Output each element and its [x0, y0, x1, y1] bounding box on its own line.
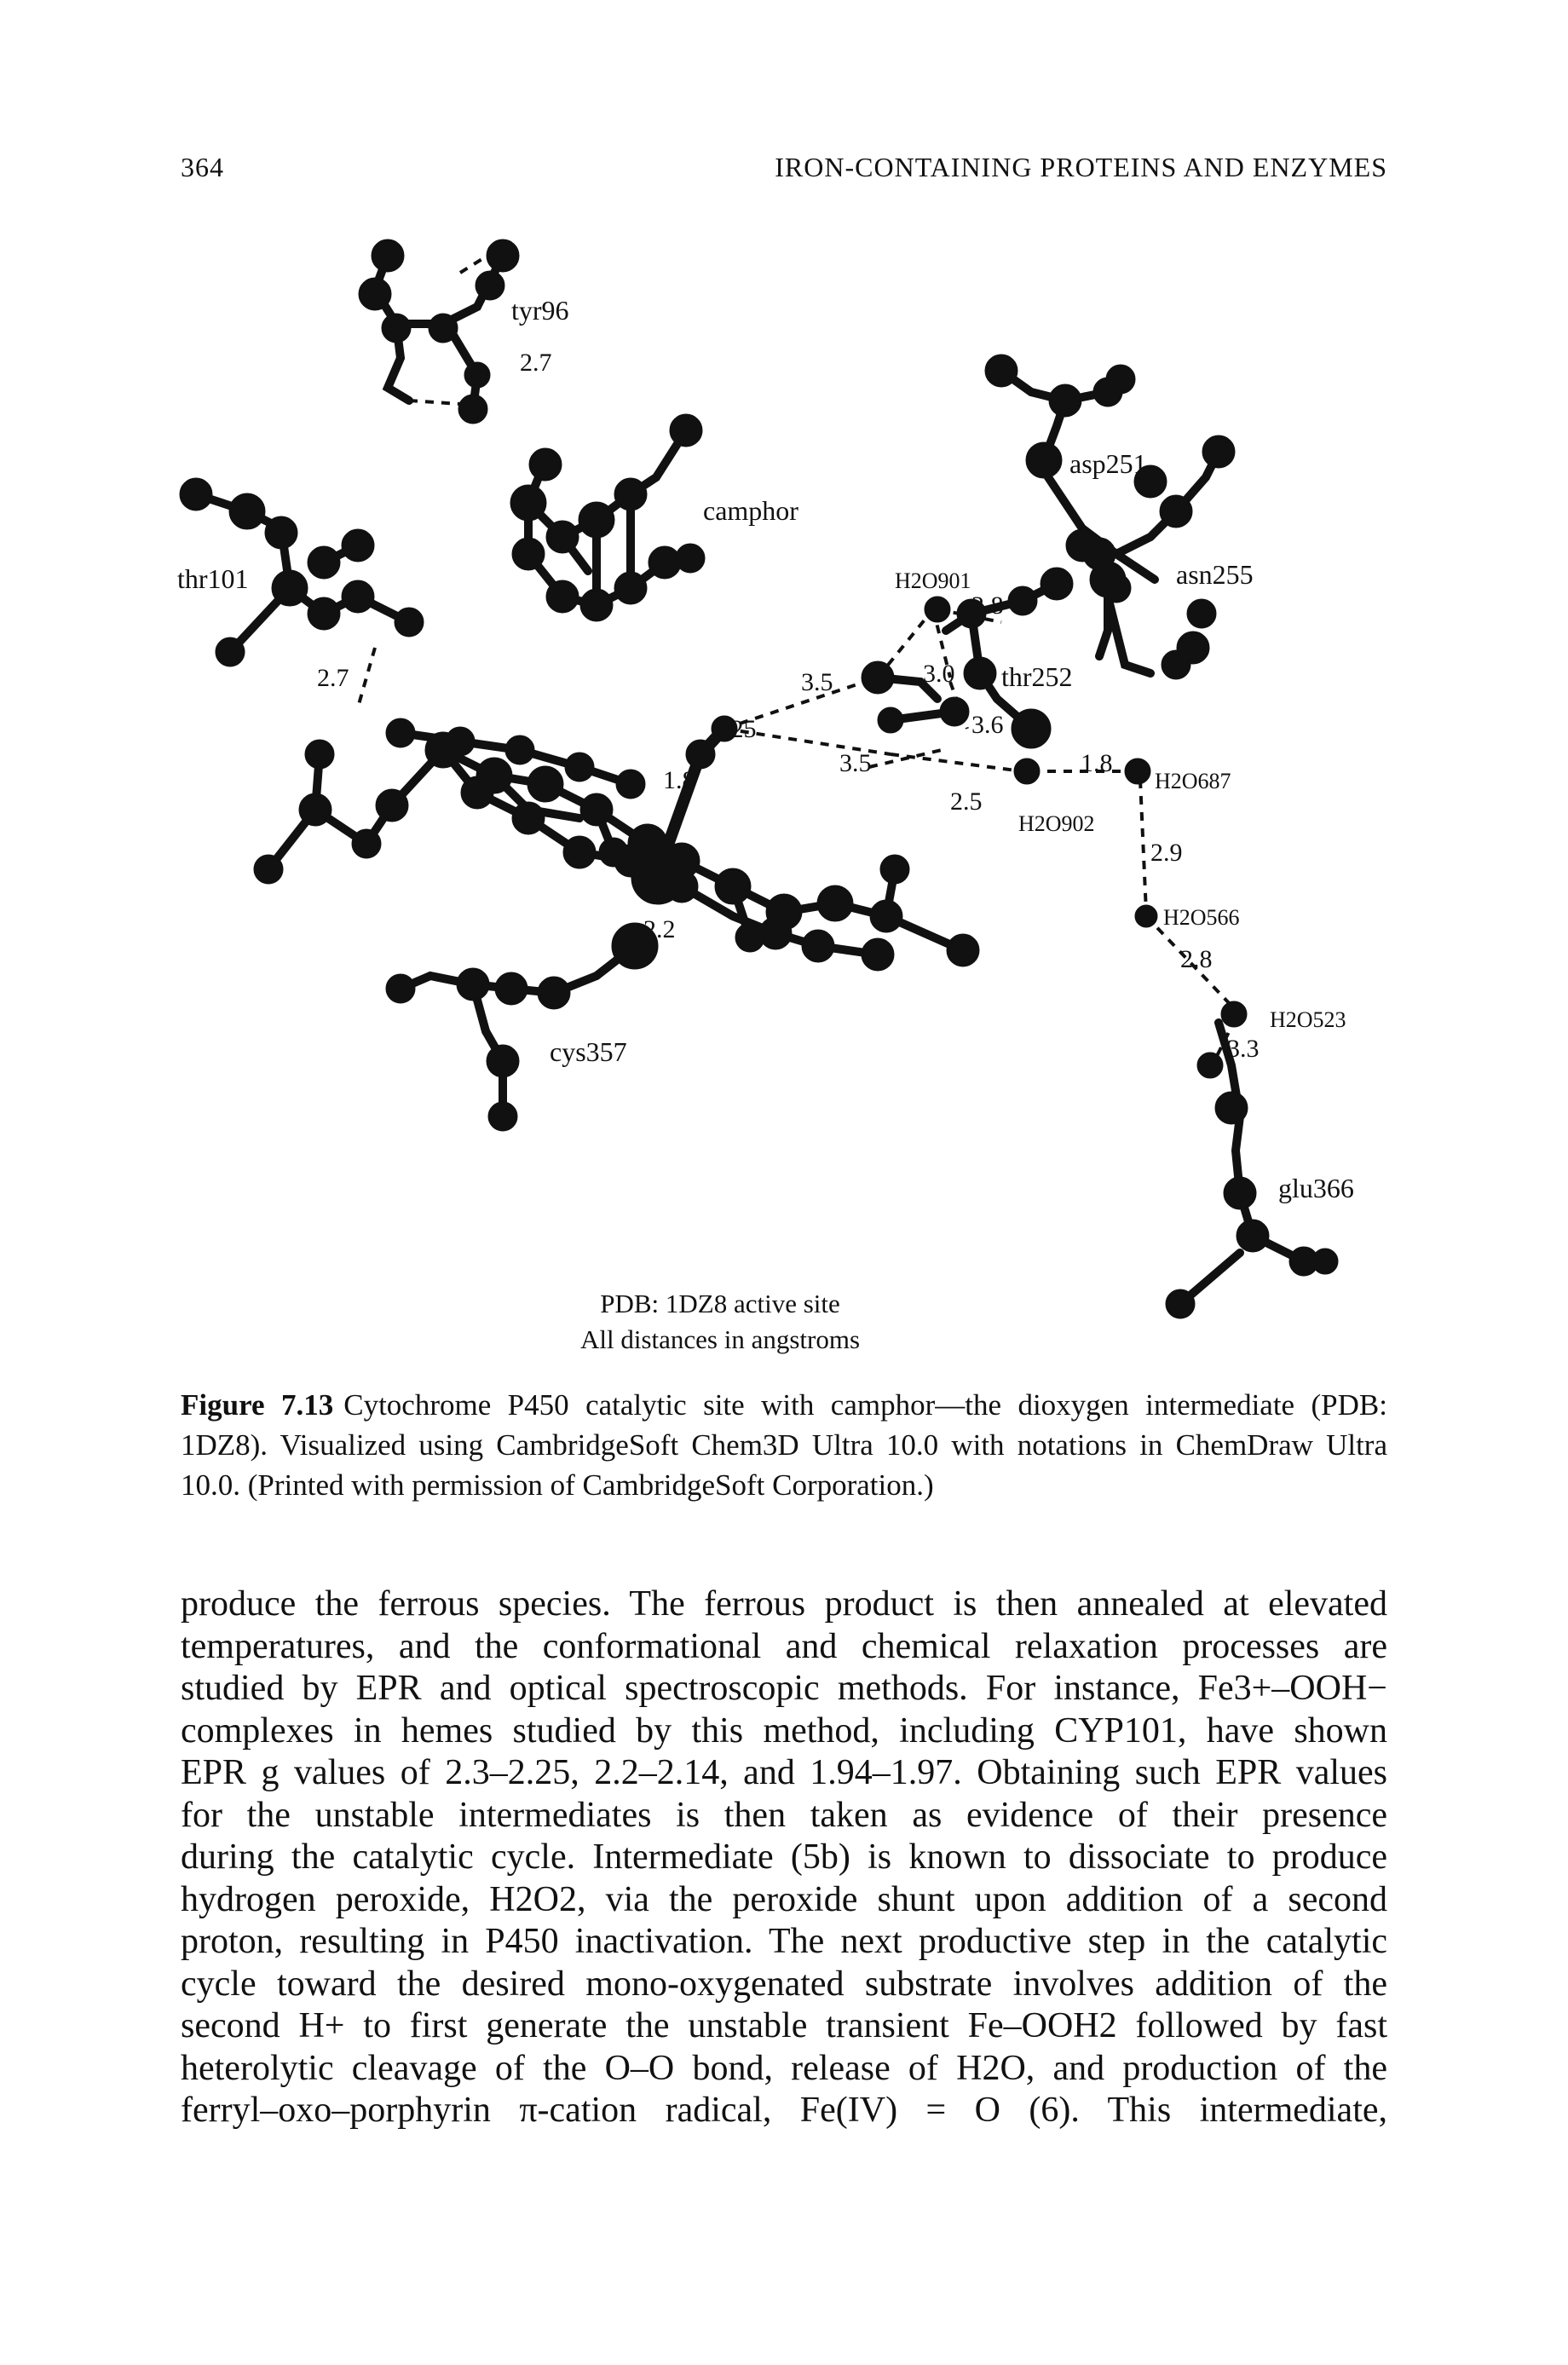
page-number: 364 — [181, 152, 224, 182]
dist-1-8-water: 1.8 — [1081, 749, 1113, 777]
label-tyr96: tyr96 — [511, 295, 569, 326]
molecule-atoms — [179, 239, 1339, 1319]
dist-3-5-lower: 3.5 — [839, 749, 872, 777]
pdb-note: PDB: 1DZ8 active site — [600, 1289, 840, 1318]
body-line: temperatures, and the conformational and… — [181, 1626, 1387, 1666]
body-line: heterolytic cleavage of the O–O bond, re… — [181, 2048, 1387, 2088]
label-cys357: cys357 — [550, 1036, 627, 1067]
body-line: for the unstable intermediates is then t… — [181, 1795, 1387, 1835]
label-h2o687: H2O687 — [1155, 769, 1231, 793]
caption-text: Cytochrome P450 catalytic site with camp… — [181, 1388, 1387, 1502]
dist-3-3: 3.3 — [1227, 1035, 1260, 1063]
dist-2-9: 2.9 — [1150, 839, 1183, 867]
running-title: IRON-CONTAINING PROTEINS AND ENZYMES — [775, 152, 1387, 182]
label-h2o902: H2O902 — [1018, 811, 1095, 836]
figure-notes: PDB: 1DZ8 active site All distances in a… — [580, 1289, 860, 1354]
label-glu366: glu366 — [1278, 1173, 1354, 1203]
dist-2-2: 2.2 — [643, 915, 676, 943]
body-line: cycle toward the desired mono-oxygenated… — [181, 1964, 1387, 2004]
label-thr101: thr101 — [177, 563, 249, 594]
label-h2o901: H2O901 — [895, 568, 971, 593]
distance-labels: 2.7 2.7 2.8 3.0 3.5 3.6 1.25 1.8 3.5 2.5… — [317, 349, 1260, 1063]
label-h2o566: H2O566 — [1163, 905, 1240, 930]
body-line: ferryl–oxo–porphyrin π-cation radical, F… — [181, 2091, 1387, 2130]
dist-h2o901: 2.8 — [971, 591, 1004, 620]
body-line: second H+ to first generate the unstable… — [181, 2006, 1387, 2045]
dist-3-0: 3.0 — [923, 660, 955, 688]
label-asp251: asp251 — [1069, 448, 1147, 479]
body-text: produce the ferrous species. The ferrous… — [181, 1583, 1387, 2132]
body-line: EPR g values of 2.3–2.25, 2.2–2.14, and … — [181, 1753, 1387, 1792]
units-note: All distances in angstroms — [580, 1324, 860, 1354]
residue-labels: tyr96 camphor thr101 asp251 asn255 thr25… — [177, 295, 1354, 1203]
body-line: complexes in hemes studied by this metho… — [181, 1710, 1387, 1751]
dist-thr101: 2.7 — [317, 664, 349, 692]
dist-1-25: 1.25 — [712, 715, 757, 743]
body-line: produce the ferrous species. The ferrous… — [181, 1584, 1387, 1624]
dist-3-5-upper: 3.5 — [801, 668, 833, 696]
caption-label: Figure 7.13 — [181, 1388, 334, 1422]
water-labels: H2O901 H2O902 H2O687 H2O566 H2O523 — [895, 568, 1346, 1032]
body-line: during the catalytic cycle. Intermediate… — [181, 1837, 1387, 1877]
dist-2-5: 2.5 — [950, 787, 983, 816]
dist-2-8-water: 2.8 — [1180, 945, 1213, 973]
label-asn255: asn255 — [1176, 559, 1254, 590]
body-line: hydrogen peroxide, H2O2, via the peroxid… — [181, 1879, 1387, 1919]
body-line: studied by EPR and optical spectroscopic… — [181, 1669, 1387, 1708]
active-site-figure: tyr96 camphor thr101 asp251 asn255 thr25… — [177, 239, 1354, 1354]
dist-tyr96: 2.7 — [520, 349, 552, 377]
dist-3-6: 3.6 — [971, 711, 1004, 739]
label-camphor: camphor — [703, 495, 798, 526]
label-thr252: thr252 — [1001, 661, 1073, 692]
dist-1-8-fe: 1.8 — [663, 766, 695, 794]
body-line: proton, resulting in P450 inactivation. … — [181, 1922, 1387, 1961]
running-header: 364 IRON-CONTAINING PROTEINS AND ENZYMES — [181, 152, 1387, 194]
label-h2o523: H2O523 — [1270, 1007, 1346, 1032]
